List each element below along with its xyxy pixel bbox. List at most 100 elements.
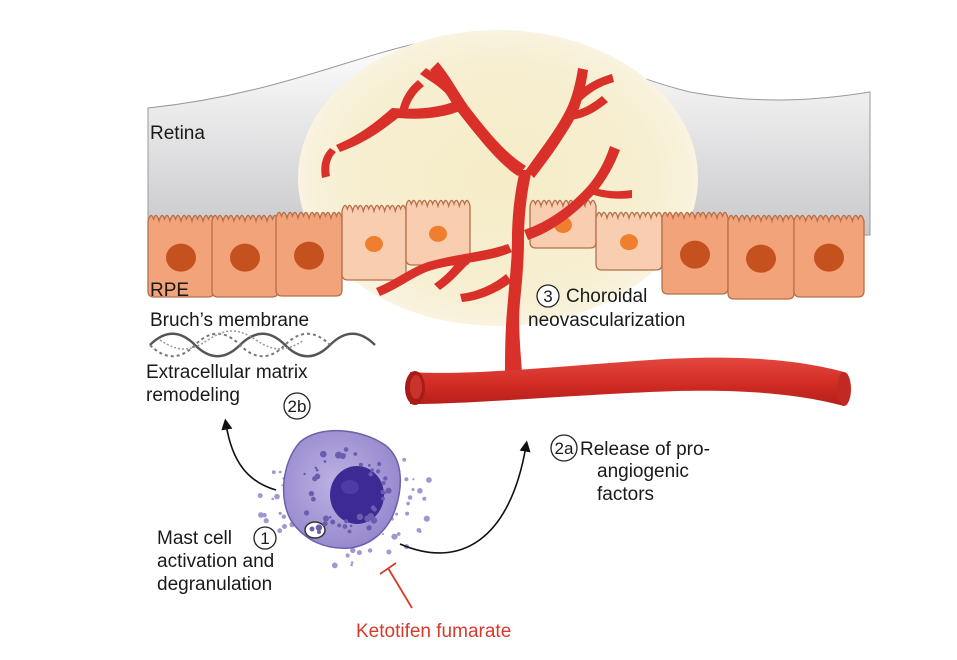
label-mast-line3: degranulation [157,574,272,595]
granule [308,490,315,497]
step-3-circle [536,284,560,308]
granule [426,477,432,483]
granule [320,450,327,458]
granule [377,461,382,467]
granule [323,515,329,522]
granule [407,495,413,500]
granule [385,487,392,494]
granule [372,507,377,512]
granule [335,451,343,459]
label-bruchs-membrane: Bruch’s membrane [150,310,309,331]
mast-cell [282,430,402,549]
label-release-line1: Release of pro- [580,439,710,460]
granule [345,553,350,558]
granule [350,561,354,564]
granule [281,514,287,519]
label-mast-line2: activation and [157,551,274,572]
granule [356,513,364,520]
granule [349,524,353,528]
granule [322,521,328,527]
granule [271,497,275,501]
granule [368,472,373,477]
granule [271,470,276,475]
granule [257,493,263,499]
step-2b-circle [283,392,311,420]
bruchs-membrane-fibers [149,330,376,358]
label-retina: Retina [150,123,205,144]
rpe-cell [341,204,407,281]
granule [343,447,349,452]
step-2a-number: 2a [555,439,574,458]
granule [358,462,363,467]
arrow-to-ecm [221,418,277,491]
label-ketotifen-fumarate: Ketotifen fumarate [356,621,511,642]
granule [406,501,410,506]
granule [404,477,409,482]
label-cnv-line1: Choroidal [566,286,647,307]
rpe-nucleus [746,244,776,273]
granule [274,493,280,500]
granule [396,532,401,536]
granule [303,472,306,476]
label-release-line2: angiogenic [597,461,689,482]
granule [330,519,336,525]
label-release-line3: factors [597,484,654,505]
step-3-number: 3 [543,287,552,306]
granule [383,476,388,481]
label-rpe: RPE [150,280,189,301]
granule [383,491,387,495]
rpe-cell [275,211,343,297]
granule [386,549,392,555]
granule [323,460,327,463]
rpe-cell [793,214,865,298]
granule [382,533,384,536]
granule [356,550,362,556]
granule [258,512,264,518]
label-mast-line1: Mast cell [157,528,232,549]
granule [381,481,386,485]
rpe-cell [405,199,471,266]
granule [376,469,381,474]
granule [344,519,349,524]
rpe-cell-layer [147,199,865,300]
label-ecm-line1: Extracellular matrix [146,362,308,383]
rpe-nucleus [166,243,196,272]
granule [405,511,410,516]
granule [311,496,316,502]
rpe-cell [211,214,279,298]
label-ecm-line2: remodeling [146,385,240,406]
granule [395,512,399,516]
granule [367,548,373,553]
label-cnv-line2: neovascularization [528,310,685,331]
granule [418,530,422,533]
granule [315,524,323,531]
granule [282,524,287,529]
granule [367,464,371,467]
granule [304,510,310,516]
step-1-circle [253,526,277,550]
rpe-nucleus [620,234,638,251]
granule [278,470,282,474]
rpe-cell [661,211,729,295]
granule [312,476,318,482]
granule [314,466,318,470]
granule [366,525,372,531]
step-2a-circle [550,434,578,462]
granule [381,496,385,501]
rpe-nucleus [294,241,324,270]
granule [391,533,398,540]
granule [337,523,342,528]
granule [350,547,356,554]
granule [340,453,346,458]
step-2b-number: 2b [288,397,307,416]
granule [364,515,372,522]
arrow-to-vessel [399,440,531,554]
granule [411,488,415,491]
granule [347,529,352,534]
rpe-nucleus [814,243,844,272]
granule [412,478,415,481]
rpe-nucleus [680,240,710,269]
rpe-nucleus [230,243,260,272]
